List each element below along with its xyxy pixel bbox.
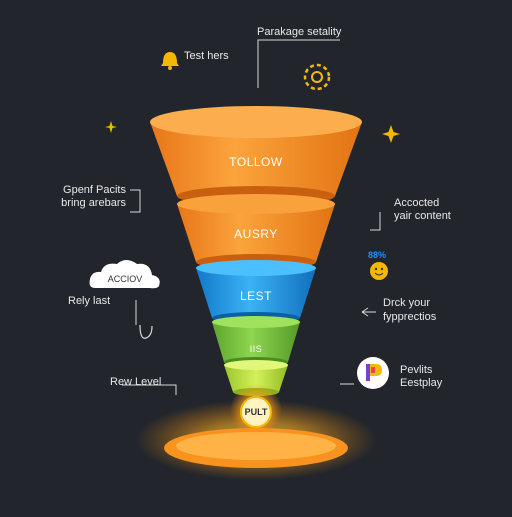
- left-label-1-line1: Gpenf Pacits: [63, 184, 126, 196]
- left-label-1-line2: bring arebars: [61, 197, 126, 209]
- funnel-stage-4: IIS: [212, 316, 300, 367]
- right-label-2-line2: fypprectios: [383, 311, 437, 323]
- right-label-1-line2: yair content: [394, 210, 451, 222]
- top-left-label: Test hers: [184, 50, 229, 62]
- smiley-icon: 88%: [368, 250, 388, 280]
- star-icon: [105, 121, 117, 133]
- cloud-icon: ACCIOV: [89, 260, 160, 289]
- cloud-label: ACCIOV: [108, 274, 143, 284]
- funnel-stage-1: TOLLOW: [150, 106, 362, 206]
- funnel-stage-3: LEST: [196, 260, 316, 324]
- gear-icon: [303, 63, 331, 91]
- bell-icon: [161, 52, 179, 70]
- bottom-badge-label: PULT: [245, 407, 268, 417]
- right-label-2-line1: Drck your: [383, 297, 431, 309]
- funnel-stage-2: AUSRY: [177, 194, 335, 270]
- hook-line: [139, 324, 153, 339]
- p-logo-icon: [357, 357, 389, 389]
- right-label-3-line2: Eestplay: [400, 377, 443, 389]
- right-label-1-line1: Accocted: [394, 197, 440, 209]
- stage-2-label: AUSRY: [234, 227, 278, 241]
- left-label-2: Rely last: [68, 295, 111, 307]
- stage-3-label: LEST: [240, 289, 272, 303]
- funnel-bottom-badge: PULT: [230, 384, 282, 436]
- percent-badge: 88%: [368, 250, 386, 260]
- left-label-3: Rew Level: [110, 376, 162, 388]
- stage-4-label: IIS: [250, 344, 263, 354]
- connector-lines: [122, 39, 381, 395]
- star-icon-large: [382, 125, 400, 143]
- right-label-3-line1: Pevlits: [400, 364, 433, 376]
- top-center-label: Parakage setality: [257, 26, 342, 38]
- base-disc-highlight: [176, 432, 336, 460]
- stage-1-label: TOLLOW: [229, 155, 283, 169]
- arrow-head: [361, 307, 369, 317]
